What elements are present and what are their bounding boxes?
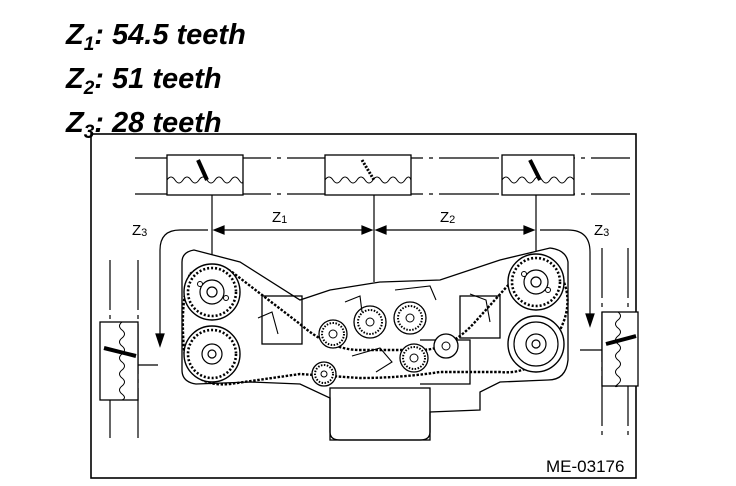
idler-left-upper	[318, 319, 348, 349]
dimension-z1-z2	[212, 225, 536, 235]
bracket-details	[257, 285, 491, 373]
figure-code: ME-03176	[546, 457, 624, 476]
idler-lower-left	[311, 361, 337, 387]
crank-sprocket	[353, 305, 387, 339]
label-z3-left: Z3	[132, 222, 147, 239]
right-cam-sprocket	[507, 253, 565, 311]
dimension-z3-left	[155, 229, 208, 348]
belt-section-right	[501, 154, 575, 196]
belt-section-center	[324, 154, 412, 196]
legend-z2: Z2: 51 teeth	[66, 63, 222, 99]
tensioner-pulley	[433, 333, 459, 359]
left-belt-band	[99, 260, 158, 440]
left-lower-sprocket	[183, 325, 241, 383]
figure-frame	[90, 133, 637, 479]
label-z1: Z1	[272, 209, 287, 226]
right-lower-sprocket	[507, 315, 565, 373]
left-cam-sprocket	[183, 263, 241, 321]
right-belt-band	[580, 248, 639, 440]
label-z2: Z2	[440, 209, 455, 226]
idler-center-right	[393, 301, 427, 335]
idler-lower-center	[399, 343, 429, 373]
engine-block	[181, 247, 569, 441]
label-z3-right: Z3	[594, 222, 609, 239]
belt-section-left	[166, 154, 244, 196]
dimension-z3-right	[540, 229, 595, 328]
legend-z1: Z1: 54.5 teeth	[66, 19, 246, 55]
